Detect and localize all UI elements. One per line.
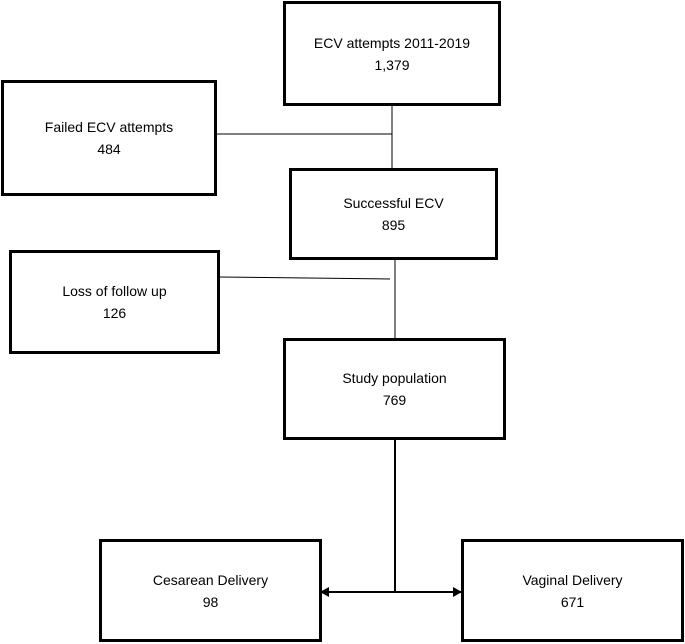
failed-ecv-box: Failed ECV attempts 484 [1, 80, 217, 196]
successful-ecv-count: 895 [381, 217, 406, 233]
cesarean-delivery-box: Cesarean Delivery 98 [99, 539, 322, 642]
successful-ecv-label: Successful ECV [343, 195, 444, 211]
loss-follow-up-box: Loss of follow up 126 [9, 250, 220, 354]
ecv-attempts-label: ECV attempts 2011-2019 [313, 34, 471, 51]
study-population-label: Study population [342, 370, 447, 386]
loss-follow-up-label: Loss of follow up [62, 283, 167, 299]
ecv-attempts-box: ECV attempts 2011-2019 1,379 [283, 1, 501, 106]
cesarean-delivery-label: Cesarean Delivery [152, 571, 269, 588]
loss-follow-up-count: 126 [102, 305, 127, 321]
vaginal-delivery-label: Vaginal Delivery [522, 571, 623, 588]
failed-ecv-label: Failed ECV attempts [44, 119, 174, 135]
study-population-box: Study population 769 [283, 338, 506, 440]
connector-to-loss [219, 276, 391, 280]
successful-ecv-box: Successful ECV 895 [289, 168, 498, 260]
ecv-attempts-count: 1,379 [374, 56, 410, 73]
vaginal-delivery-count: 671 [560, 593, 585, 610]
vaginal-delivery-box: Vaginal Delivery 671 [461, 539, 684, 642]
cesarean-delivery-count: 98 [202, 593, 219, 610]
failed-ecv-count: 484 [97, 141, 121, 157]
study-population-count: 769 [382, 392, 407, 408]
